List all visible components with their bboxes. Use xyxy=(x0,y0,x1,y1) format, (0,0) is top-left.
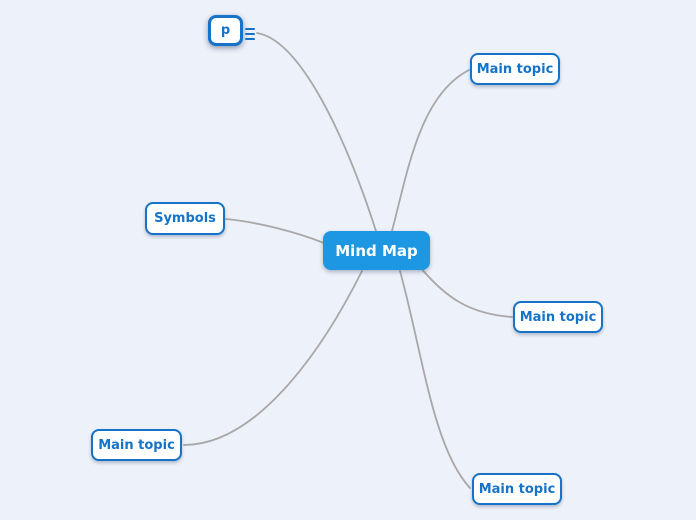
node-main-topic-right[interactable]: Main topic xyxy=(513,301,603,333)
menu-icon[interactable] xyxy=(245,28,255,40)
node-main-topic-label: Main topic xyxy=(519,309,597,325)
node-p-label: p xyxy=(220,23,231,38)
node-main-topic-bottom-right[interactable]: Main topic xyxy=(472,473,562,505)
menu-icon-bar xyxy=(245,28,255,31)
menu-icon-bar xyxy=(245,32,255,36)
node-main-topic-top-right[interactable]: Main topic xyxy=(470,53,560,85)
node-root-label: Mind Map xyxy=(335,241,418,260)
connector-symbols xyxy=(225,218,325,244)
connector-right xyxy=(419,266,513,318)
connector-bottom-right xyxy=(399,270,471,489)
node-root[interactable]: Mind Map xyxy=(323,231,430,270)
connector-bottom-left xyxy=(183,270,363,446)
node-main-topic-bottom-left[interactable]: Main topic xyxy=(91,429,182,461)
node-main-topic-label: Main topic xyxy=(98,437,175,453)
node-p[interactable]: p xyxy=(208,15,243,46)
menu-icon-bar xyxy=(245,37,255,40)
connector-top-right xyxy=(391,69,470,232)
node-symbols[interactable]: Symbols xyxy=(145,202,225,235)
node-symbols-label: Symbols xyxy=(154,211,216,226)
node-main-topic-label: Main topic xyxy=(478,481,556,497)
node-main-topic-label: Main topic xyxy=(476,61,554,77)
connector-p xyxy=(256,32,377,232)
